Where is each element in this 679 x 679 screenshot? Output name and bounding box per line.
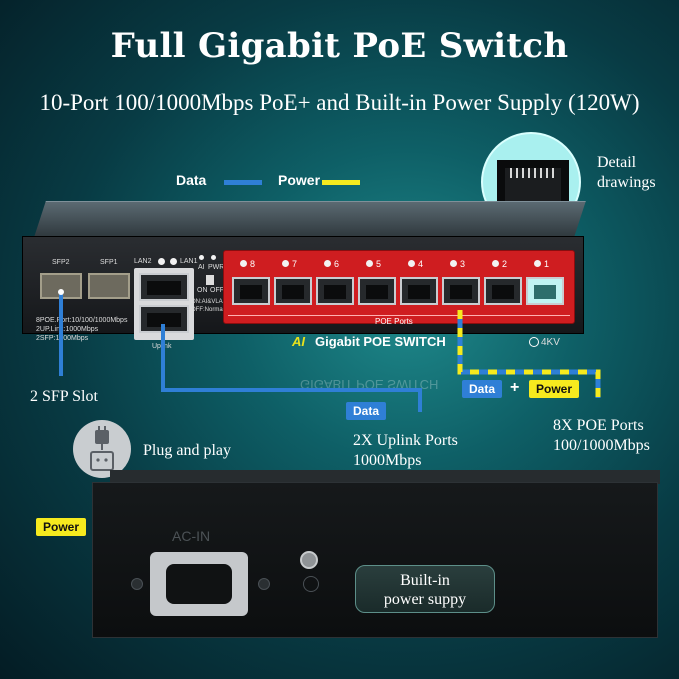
callout-poe-line2: 100/1000Mbps bbox=[553, 437, 650, 454]
ac-in-label: AC-IN bbox=[172, 528, 211, 544]
callout-sfp-slot: 2 SFP Slot bbox=[30, 388, 98, 405]
ac-power-socket[interactable] bbox=[150, 552, 248, 616]
uplink-data-tag: Data bbox=[346, 402, 387, 420]
poe-port-led-2 bbox=[492, 260, 499, 267]
poe-port-number-6: 6 bbox=[334, 259, 340, 269]
poe-port-number-2: 2 bbox=[502, 259, 508, 269]
plus-sign: + bbox=[510, 379, 520, 396]
poe-port-number-3: 3 bbox=[460, 259, 466, 269]
poe-port-led-4 bbox=[408, 260, 415, 267]
poe-port-led-8 bbox=[240, 260, 247, 267]
callout-plug-and-play: Plug and play bbox=[143, 442, 231, 459]
poe-port-1[interactable] bbox=[526, 277, 564, 305]
plug-icon bbox=[90, 426, 114, 471]
toggle-on-label: ON bbox=[197, 287, 208, 294]
detail-label-line1: Detail bbox=[597, 154, 637, 171]
poe-port-number-4: 4 bbox=[418, 259, 424, 269]
ai-led bbox=[199, 255, 204, 260]
sfp2-label: SFP2 bbox=[52, 259, 70, 266]
ground-screw bbox=[300, 551, 318, 569]
surge-rating: 4KV bbox=[541, 337, 560, 348]
brand-ai: AI bbox=[292, 334, 305, 349]
screw-left bbox=[131, 578, 143, 590]
poe-power-tag: Power bbox=[529, 380, 580, 398]
legend-power-line bbox=[322, 180, 360, 185]
pwr-led-label: PWR bbox=[208, 264, 225, 271]
callout-uplink-line1: 2X Uplink Ports bbox=[353, 432, 458, 449]
poe-port-number-7: 7 bbox=[292, 259, 298, 269]
lan1-label: LAN1 bbox=[180, 258, 198, 265]
poe-port-5[interactable] bbox=[358, 277, 396, 305]
callout-poe-line1: 8X POE Ports bbox=[553, 417, 644, 434]
poe-ports-label: POE Ports bbox=[375, 317, 413, 326]
builtin-line1: Built-in bbox=[400, 572, 450, 589]
page-title: Full Gigabit PoE Switch bbox=[110, 26, 569, 66]
spec-line-1: 8POE.Port:10/100/1000Mbps bbox=[36, 317, 128, 324]
lan2-label: LAN2 bbox=[134, 258, 152, 265]
uplink-data-line bbox=[161, 324, 422, 412]
callout-uplink-line2: 1000Mbps bbox=[353, 452, 422, 469]
page-subtitle: 10-Port 100/1000Mbps PoE+ and Built-in P… bbox=[39, 90, 640, 115]
poe-port-4[interactable] bbox=[400, 277, 438, 305]
plug-icon-circle bbox=[73, 420, 131, 478]
poe-port-number-8: 8 bbox=[250, 259, 256, 269]
poe-port-8[interactable] bbox=[232, 277, 270, 305]
builtin-line2: power suppy bbox=[383, 591, 467, 608]
poe-port-led-1 bbox=[534, 260, 541, 267]
poe-power-line bbox=[457, 310, 601, 398]
poe-port-led-5 bbox=[366, 260, 373, 267]
pwr-led bbox=[211, 255, 216, 260]
sfp1-label: SFP1 bbox=[100, 259, 118, 266]
bottom-unit-top-edge bbox=[110, 470, 660, 484]
screw-right bbox=[258, 578, 270, 590]
poe-port-led-7 bbox=[282, 260, 289, 267]
surge-icon bbox=[529, 337, 539, 347]
uplink-port-lan2[interactable] bbox=[139, 273, 189, 301]
poe-port-6[interactable] bbox=[316, 277, 354, 305]
mode-toggle[interactable] bbox=[206, 275, 214, 285]
lan2-led bbox=[158, 258, 165, 265]
mode-description: ON:AI&VLAN OFF:Normal bbox=[191, 299, 228, 313]
brand-text: Gigabit POE SWITCH bbox=[315, 334, 446, 349]
lan1-led bbox=[170, 258, 177, 265]
toggle-off-label: OFF bbox=[210, 287, 224, 294]
sfp1-slot[interactable] bbox=[88, 273, 130, 299]
ground-icon bbox=[303, 576, 319, 592]
poe-port-led-3 bbox=[450, 260, 457, 267]
legend-data-label: Data bbox=[176, 172, 207, 188]
detail-label-line2: drawings bbox=[597, 174, 656, 191]
ai-led-label: AI bbox=[198, 264, 205, 271]
poe-port-3[interactable] bbox=[442, 277, 480, 305]
legend-data-line bbox=[224, 180, 262, 185]
builtin-power-supply-badge: Built-in power suppy bbox=[355, 565, 495, 613]
poe-data-tag: Data bbox=[462, 380, 503, 398]
poe-port-led-6 bbox=[324, 260, 331, 267]
legend-power-label: Power bbox=[278, 172, 321, 188]
ac-power-tag: Power bbox=[36, 518, 87, 536]
poe-port-number-1: 1 bbox=[544, 259, 550, 269]
poe-port-7[interactable] bbox=[274, 277, 312, 305]
poe-port-number-5: 5 bbox=[376, 259, 382, 269]
poe-port-2[interactable] bbox=[484, 277, 522, 305]
poe-panel-line bbox=[228, 315, 570, 316]
spec-line-2: 2UP.Link:1000Mbps bbox=[36, 326, 99, 333]
